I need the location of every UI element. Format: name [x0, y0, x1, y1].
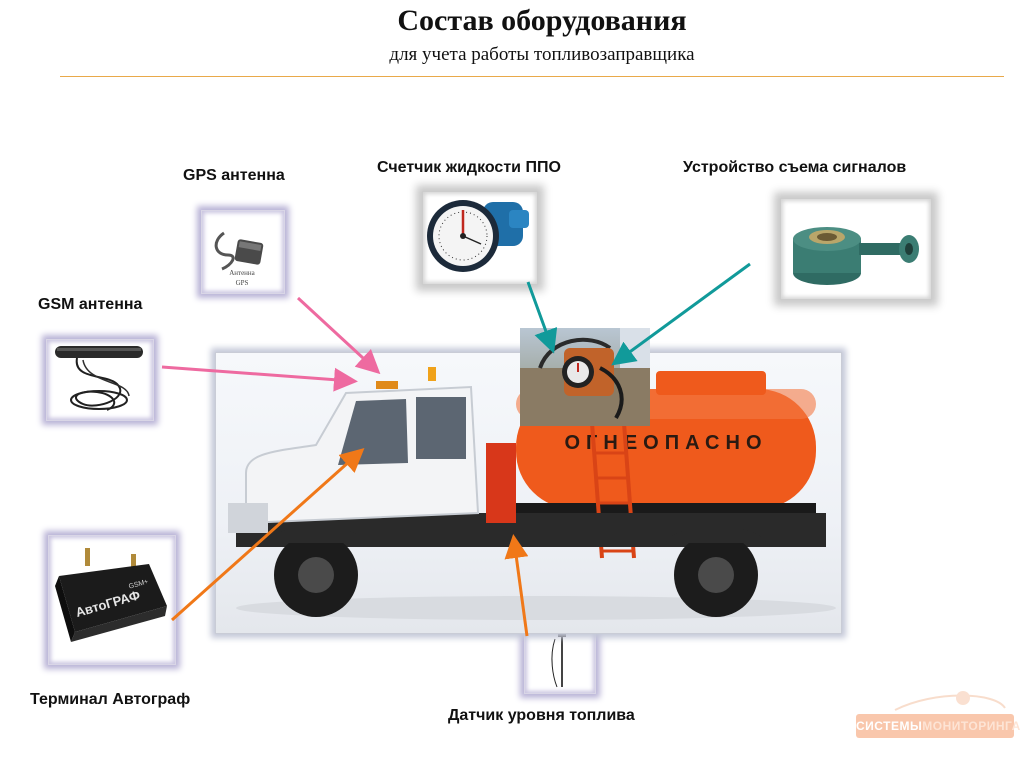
label-flow-meter: Счетчик жидкости ППО [377, 159, 561, 176]
gps-antenna-photo: Антенна GPS [201, 210, 285, 294]
fuel-truck-image: ОГНЕОПАСНО [215, 352, 842, 634]
logo-swoosh-icon [894, 691, 1006, 711]
gsm-antenna-photo [46, 339, 154, 421]
label-level-sensor: Датчик уровня топлива [448, 707, 635, 724]
label-gsm-antenna: GSM антенна [38, 296, 143, 313]
arrow-flow-meter [526, 281, 558, 354]
terminal-photo: АвтоГРАФ GSM+ [48, 535, 176, 665]
gps-caption-2: GPS [236, 279, 249, 287]
page-subtitle: для учета работы топливозаправщика [389, 44, 695, 65]
gps-caption-1: Антенна [229, 269, 255, 277]
arrow-signal-device [611, 262, 751, 366]
level-sensor-photo [524, 626, 596, 694]
signal-device-photo [780, 198, 932, 300]
page-title: Состав оборудования [397, 4, 687, 37]
logo-part-2: МОНИТОРИНГА [922, 719, 1021, 733]
tank-warning-text: ОГНЕОПАСНО [565, 432, 768, 454]
title-divider [60, 76, 1004, 77]
flow-meter-photo [422, 191, 538, 285]
company-logo: СИСТЕМЫМОНИТОРИНГА [856, 714, 1020, 738]
arrow-terminal [171, 448, 365, 622]
arrow-gsm [161, 365, 358, 392]
label-terminal: Терминал Автограф [30, 691, 191, 708]
logo-part-1: СИСТЕМЫ [856, 719, 923, 733]
label-signal-device: Устройство съема сигналов [683, 159, 907, 176]
label-gps-antenna: GPS антенна [183, 167, 285, 184]
arrow-gps [296, 296, 381, 375]
arrow-level-sensor [504, 534, 529, 637]
